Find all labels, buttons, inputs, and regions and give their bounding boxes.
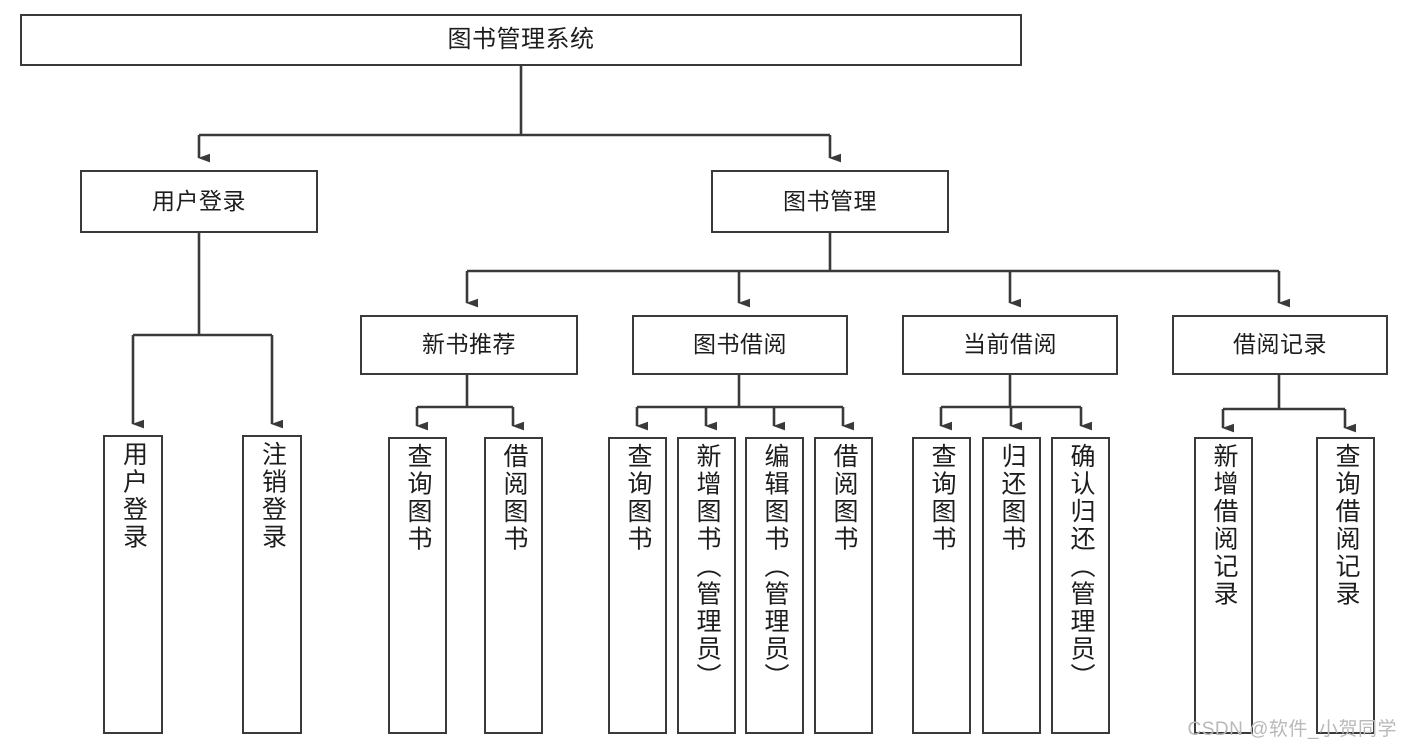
node-current-borrow[interactable]: 当前借阅 bbox=[902, 315, 1118, 375]
node-book-borrow[interactable]: 图书借阅 bbox=[632, 315, 848, 375]
leaf-user-login[interactable]: 用户登录 bbox=[103, 435, 163, 734]
leaf-logout[interactable]: 注销登录 bbox=[242, 435, 302, 734]
leaf-borrow-book-recommend-label: 借阅图书 bbox=[500, 443, 528, 553]
node-root-system-label: 图书管理系统 bbox=[447, 25, 595, 53]
node-book-manage-label: 图书管理 bbox=[783, 187, 877, 214]
node-borrow-record[interactable]: 借阅记录 bbox=[1172, 315, 1388, 375]
leaf-add-borrow-record[interactable]: 新增借阅记录 bbox=[1194, 437, 1253, 734]
leaf-query-book-current-label: 查询图书 bbox=[928, 443, 956, 553]
leaf-return-book-label: 归还图书 bbox=[998, 443, 1026, 553]
leaf-add-borrow-record-label: 新增借阅记录 bbox=[1210, 443, 1238, 608]
leaf-borrow-book-borrow[interactable]: 借阅图书 bbox=[814, 437, 873, 734]
node-borrow-record-label: 借阅记录 bbox=[1233, 331, 1327, 358]
leaf-user-login-label: 用户登录 bbox=[119, 441, 148, 551]
leaf-query-book-borrow-label: 查询图书 bbox=[624, 443, 652, 553]
leaf-return-book[interactable]: 归还图书 bbox=[982, 437, 1041, 734]
node-user-login[interactable]: 用户登录 bbox=[80, 170, 318, 233]
leaf-add-book-admin-label: 新增图书（管理员） bbox=[693, 443, 721, 691]
leaf-borrow-book-recommend[interactable]: 借阅图书 bbox=[484, 437, 543, 734]
csdn-watermark: CSDN @软件_小贺同学 bbox=[1187, 719, 1397, 740]
leaf-edit-book-admin-label: 编辑图书（管理员） bbox=[761, 443, 789, 691]
node-user-login-label: 用户登录 bbox=[152, 187, 246, 214]
node-root-system[interactable]: 图书管理系统 bbox=[20, 14, 1022, 66]
node-new-book-recommend[interactable]: 新书推荐 bbox=[360, 315, 578, 375]
leaf-query-book-recommend-label: 查询图书 bbox=[404, 443, 432, 553]
leaf-logout-label: 注销登录 bbox=[258, 441, 287, 551]
leaf-borrow-book-borrow-label: 借阅图书 bbox=[830, 443, 858, 553]
leaf-add-book-admin[interactable]: 新增图书（管理员） bbox=[677, 437, 736, 734]
leaf-query-borrow-record-label: 查询借阅记录 bbox=[1332, 443, 1360, 608]
node-new-book-recommend-label: 新书推荐 bbox=[422, 331, 516, 358]
leaf-query-book-current[interactable]: 查询图书 bbox=[912, 437, 971, 734]
leaf-edit-book-admin[interactable]: 编辑图书（管理员） bbox=[745, 437, 804, 734]
leaf-query-book-borrow[interactable]: 查询图书 bbox=[608, 437, 667, 734]
node-book-manage[interactable]: 图书管理 bbox=[711, 170, 949, 233]
leaf-query-borrow-record[interactable]: 查询借阅记录 bbox=[1316, 437, 1375, 734]
leaf-confirm-return-admin[interactable]: 确认归还（管理员） bbox=[1051, 437, 1110, 734]
leaf-query-book-recommend[interactable]: 查询图书 bbox=[388, 437, 447, 734]
leaf-confirm-return-admin-label: 确认归还（管理员） bbox=[1067, 443, 1095, 691]
node-book-borrow-label: 图书借阅 bbox=[693, 331, 787, 358]
node-current-borrow-label: 当前借阅 bbox=[963, 331, 1057, 358]
